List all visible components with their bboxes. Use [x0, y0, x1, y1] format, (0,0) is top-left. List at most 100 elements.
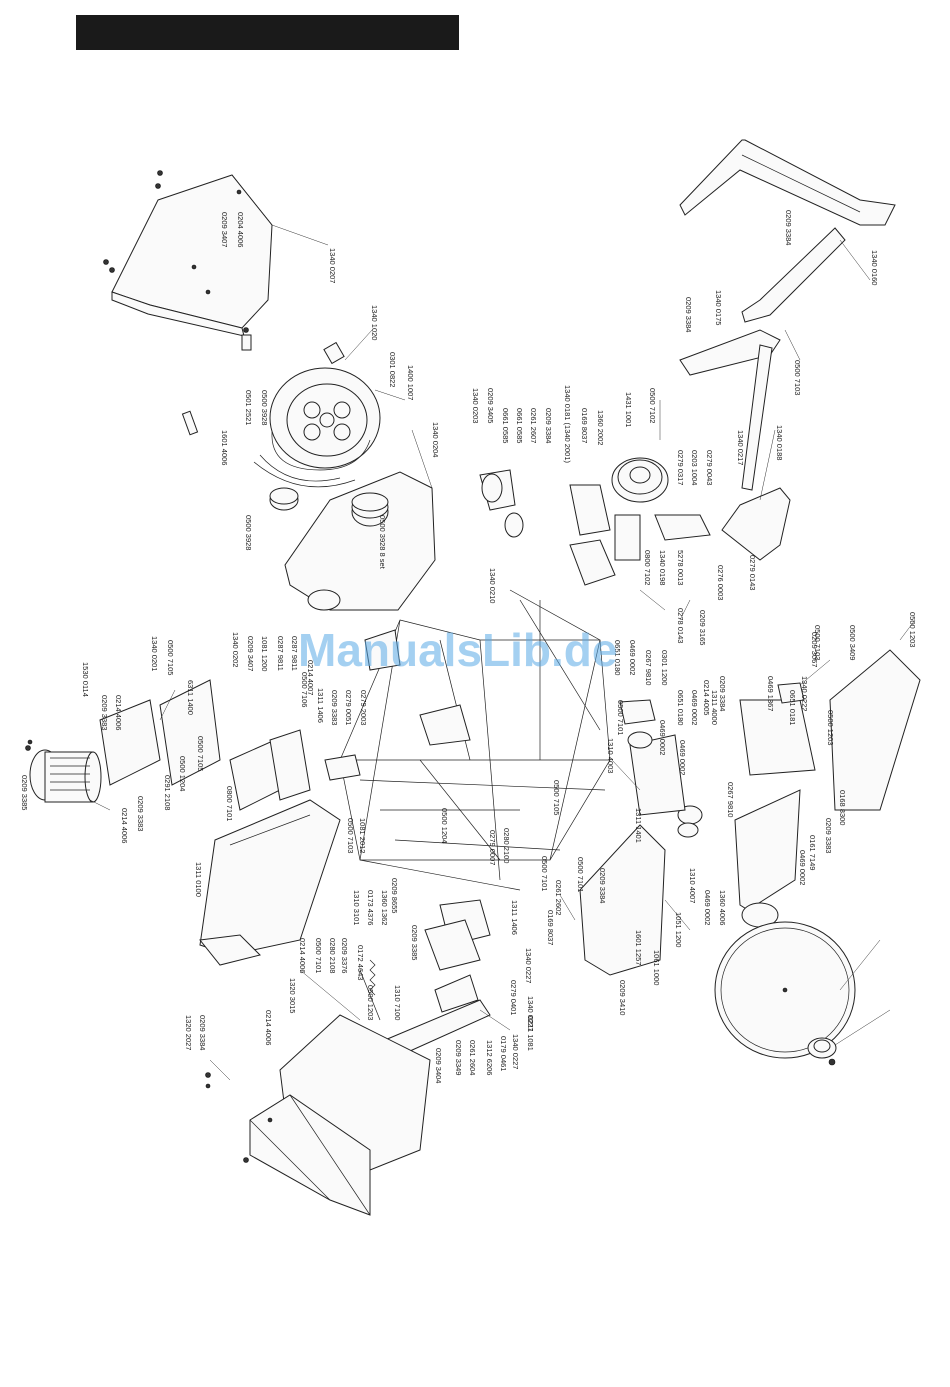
part-number-label: 1340 0207	[328, 248, 337, 283]
part-number-label: 1340 0203	[471, 388, 480, 423]
part-number-label: 0500 7101	[576, 857, 585, 892]
part-number-label: 0261 2602	[554, 880, 563, 915]
part-number-label: 0267 9810	[644, 650, 653, 685]
header-bar	[76, 15, 459, 50]
part-number-label: 0500 7105	[166, 640, 175, 675]
part-number-label: 0214 4006	[120, 808, 129, 843]
part-number-label: 0172 4643	[356, 945, 365, 980]
bearing-assembly	[479, 457, 711, 586]
part-number-label: 0469 0002	[658, 720, 667, 755]
part-number-label: 0161 7149	[808, 835, 817, 870]
part-number-label: 0209 3384	[684, 297, 693, 332]
part-number-label: 0209 3383	[824, 818, 833, 853]
part-number-label: 0211 1081	[526, 1016, 535, 1051]
part-number-label: 0209 3383	[330, 690, 339, 725]
motor	[25, 679, 221, 803]
part-number-label: 1400 1007	[406, 365, 415, 400]
part-number-label: 0279 0317	[676, 450, 685, 485]
part-number-label: 0261 2607	[529, 408, 538, 443]
part-number-label: 0500 3928	[244, 515, 253, 550]
part-number-label: 1340 0227	[511, 1034, 520, 1069]
part-number-label: 0179 0461	[499, 1036, 508, 1071]
part-number-label: 0209 3384	[544, 408, 553, 443]
part-number-label: 0500 7106	[300, 672, 309, 707]
part-number-label: 0469 1367	[766, 676, 775, 711]
part-number-label: 0169 8037	[580, 408, 589, 443]
part-number-label: 0279 2003	[359, 690, 368, 725]
part-number-label: 1340 0175	[714, 290, 723, 325]
part-number-label: 0278 0143	[676, 608, 685, 643]
part-number-label: 1311 0100	[194, 862, 203, 897]
part-number-label: 0209 3384	[718, 676, 727, 711]
part-number-label: 0500 7102	[648, 388, 657, 423]
part-number-label: 0469 0002	[798, 850, 807, 885]
part-number-label: 0209 3404	[434, 1048, 443, 1083]
part-number-label: 0469 0002	[628, 640, 637, 675]
part-number-label: 1360 1362	[380, 890, 389, 925]
part-number-label: 0469 0002	[690, 690, 699, 725]
part-number-label: 0501 2521	[244, 390, 253, 425]
right-chutes	[579, 649, 921, 976]
part-number-label: 1310 4007	[688, 868, 697, 903]
part-number-label: 0204 4006	[236, 212, 245, 247]
part-number-label: 1311 1406	[510, 900, 519, 935]
part-number-label: 0500 7103	[813, 625, 822, 660]
part-number-label: 0261 2604	[468, 1040, 477, 1075]
part-number-label: 0214 4007	[306, 660, 315, 695]
part-number-label: 0500 3928	[260, 390, 269, 425]
part-number-label: 1311 1401	[634, 808, 643, 843]
part-number-label: 0209 3067	[810, 632, 819, 667]
part-number-label: 0651 0180	[613, 640, 622, 675]
part-number-label: 0209 3407	[220, 212, 229, 247]
part-number-label: 1340 0188	[775, 425, 784, 460]
part-number-label: 0661 0585	[501, 408, 510, 443]
bottom-table	[205, 899, 491, 1216]
part-number-label: 0500 1204	[178, 756, 187, 791]
part-number-label: 1530 0114	[81, 662, 90, 697]
part-number-label: 0209 3384	[598, 868, 607, 903]
part-number-label: 1340 0204	[431, 422, 440, 457]
part-number-label: 1340 0202	[231, 632, 240, 667]
part-number-label: 0267 9810	[726, 782, 735, 817]
part-number-label: 0500 1203	[366, 985, 375, 1020]
part-number-label: 0209 3410	[618, 980, 627, 1015]
part-number-label: 0209 3385	[20, 775, 29, 810]
part-number-label: 0500 7105	[552, 780, 561, 815]
part-number-label: 0287 9811	[290, 636, 299, 671]
part-number-label: 0287 9811	[276, 636, 285, 671]
part-number-label: 0209 3349	[454, 1040, 463, 1075]
part-number-label: 1340 0227	[526, 996, 535, 1031]
part-number-label: 6311 1400	[186, 680, 195, 715]
part-number-label: 0500 1203	[826, 710, 835, 745]
part-number-label: 0280 2108	[328, 938, 337, 973]
part-number-label: 0209 3383	[100, 695, 109, 730]
part-number-label: 1360 4006	[718, 890, 727, 925]
part-number-label: 1601 1257	[634, 930, 643, 965]
part-number-label: 0500 3409	[848, 625, 857, 660]
part-number-label: 0500 7101	[616, 700, 625, 735]
part-number-label: 1340 0181 (1340 2001)	[563, 385, 572, 463]
saw-blade	[714, 921, 856, 1066]
cover-plate	[103, 170, 273, 351]
part-number-label: 0209 3165	[698, 610, 707, 645]
part-number-label: 1431 1001	[624, 392, 633, 427]
part-number-label: 0661 0585	[515, 408, 524, 443]
part-number-label: 0469 0002	[678, 740, 687, 775]
part-number-label: 1601 4006	[220, 430, 229, 465]
part-number-label: 0279 0051	[344, 690, 353, 725]
part-number-label: 0209 3376	[340, 938, 349, 973]
part-number-label: 0279 0143	[748, 555, 757, 590]
part-number-label: 1310 3101	[352, 890, 361, 925]
part-number-label: 1081 2012	[358, 818, 367, 853]
part-number-label: 0279 0007	[488, 830, 497, 865]
part-number-label: 0500 7103	[346, 818, 355, 853]
part-number-label: 0209 8655	[390, 878, 399, 913]
upper-arm	[679, 139, 896, 561]
part-number-label: 1310 7100	[393, 985, 402, 1020]
leader-lines	[89, 224, 916, 1081]
part-number-label: 0651 0181	[788, 690, 797, 725]
part-number-label: 1320 3015	[288, 978, 297, 1013]
part-number-label: 0209 3405	[486, 388, 495, 423]
